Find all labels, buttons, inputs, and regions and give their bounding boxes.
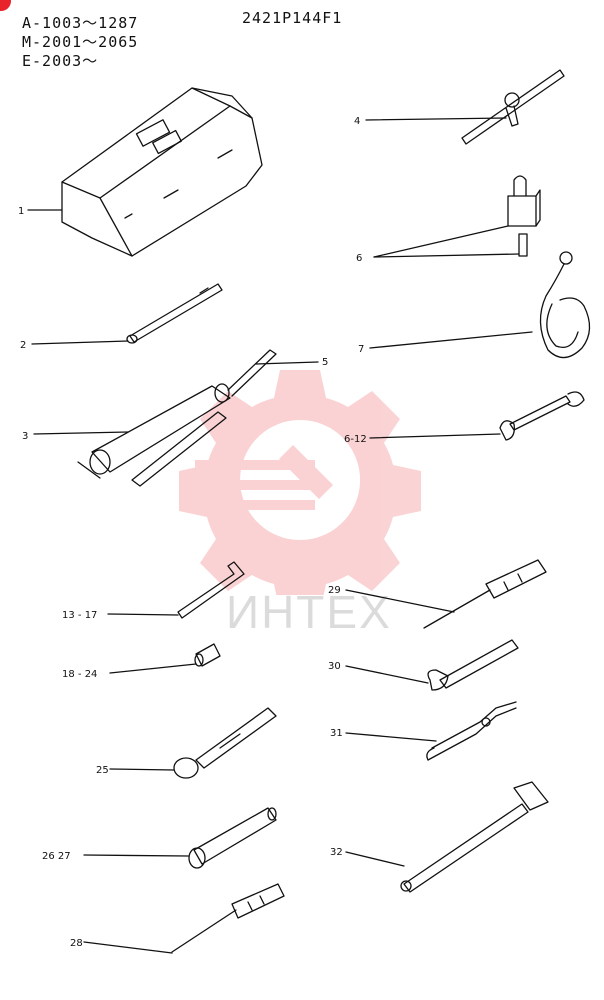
- hammer-icon: [401, 782, 548, 892]
- grease-gun-icon: [78, 350, 276, 486]
- callout-25: 25: [96, 765, 109, 776]
- socket-icon: [195, 644, 220, 666]
- callout-29: 29: [328, 585, 341, 596]
- watermark-gear-logo: [179, 370, 421, 595]
- part-code: 2421P144F1: [242, 9, 343, 27]
- callout-5: 5: [322, 357, 328, 368]
- callout-30: 30: [328, 661, 341, 672]
- pliers-icon: [427, 702, 516, 760]
- serial-range-a: A-1003～1287: [22, 14, 139, 32]
- screwdriver-icon: [172, 884, 284, 952]
- callout-2: 2: [20, 340, 26, 351]
- callout-7: 7: [358, 344, 364, 355]
- callout-6-12: 6-12: [344, 434, 367, 445]
- callout-28: 28: [70, 938, 83, 949]
- callout-18-24: 18 - 24: [62, 669, 97, 680]
- callout-31: 31: [330, 728, 343, 739]
- tool-bag-icon: [62, 88, 262, 256]
- callout-32: 32: [330, 847, 343, 858]
- callout-13-17: 13 - 17: [62, 610, 97, 621]
- adjustable-wrench-icon: [428, 640, 518, 690]
- extension-bar-icon: [189, 808, 276, 868]
- spanner-icon: [500, 392, 584, 440]
- callout-1: 1: [18, 206, 24, 217]
- callout-3: 3: [22, 431, 28, 442]
- watermark-text: ИНТЕХ: [226, 586, 392, 638]
- brake-cable-icon: [540, 252, 589, 358]
- callout-6: 6: [356, 253, 362, 264]
- callout-4: 4: [354, 116, 360, 127]
- tommy-bar-icon: [127, 284, 222, 343]
- serial-range-m: M-2001～2065: [22, 33, 139, 51]
- tap-wrench-icon: [462, 70, 564, 144]
- callout-26-27: 26 27: [42, 851, 71, 862]
- screwdriver-29-icon: [424, 560, 546, 628]
- serial-range-e: E-2003～: [22, 52, 99, 70]
- padlock-icon: [508, 176, 540, 256]
- corner-marker: [0, 0, 11, 11]
- allen-key-icon: [178, 562, 244, 618]
- ratchet-handle-icon: [174, 708, 276, 778]
